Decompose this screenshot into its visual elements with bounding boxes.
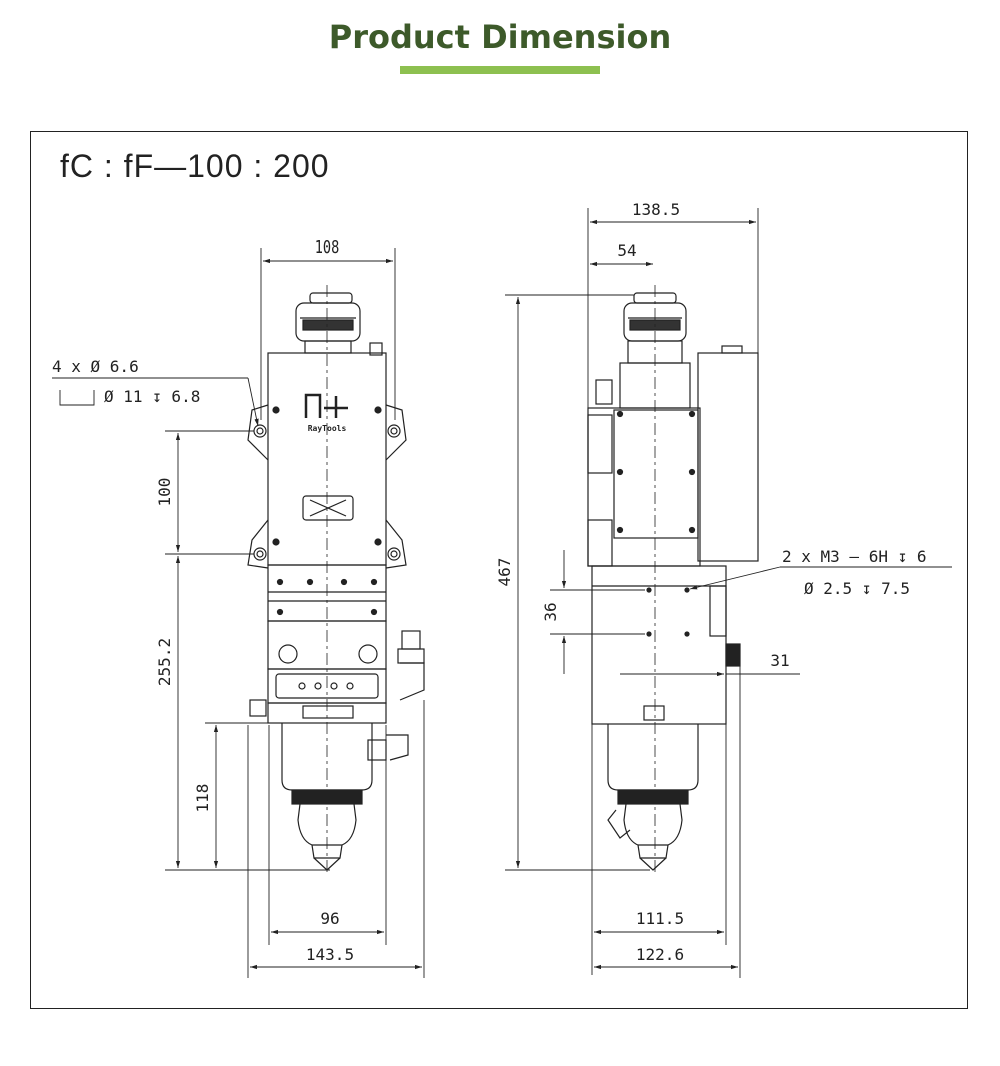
- front-hole-spacing-label: 100: [155, 478, 174, 507]
- front-lower-height-label: 255.2: [155, 638, 174, 686]
- page-title: Product Dimension: [328, 18, 672, 56]
- hole-callout-line2: Ø 11 ↧ 6.8: [104, 387, 200, 406]
- side-body-width-label: 111.5: [636, 909, 684, 928]
- thread-callout-line2: Ø 2.5 ↧ 7.5: [804, 579, 910, 598]
- thread-callout-line1: 2 x M3 — 6H ↧ 6: [782, 547, 927, 566]
- side-axis-offset-label: 54: [617, 241, 636, 260]
- side-view: [587, 285, 759, 875]
- side-thread-spacing-label: 36: [541, 602, 560, 621]
- title-underline: [400, 66, 600, 74]
- side-total-height-label: 467: [495, 558, 514, 587]
- brand-logo: [304, 393, 348, 418]
- side-dimensions: [505, 208, 952, 978]
- hole-callout-line1: 4 x Ø 6.6: [52, 357, 139, 376]
- side-overall-width-label: 122.6: [636, 945, 684, 964]
- drawing-frame: [30, 131, 968, 1009]
- side-port-offset-label: 31: [770, 651, 789, 670]
- front-nozzle-height-label: 118: [193, 784, 212, 813]
- front-overall-width-label: 143.5: [306, 945, 354, 964]
- front-body-width-label: 96: [320, 909, 339, 928]
- front-dimensions: [52, 248, 425, 978]
- front-view: [247, 285, 425, 875]
- side-width-top-label: 138.5: [632, 200, 680, 219]
- model-label: fC : fF—100 : 200: [60, 148, 330, 184]
- brand-logo-text: RayTools: [308, 424, 347, 433]
- front-width-top-label: 108: [315, 236, 340, 257]
